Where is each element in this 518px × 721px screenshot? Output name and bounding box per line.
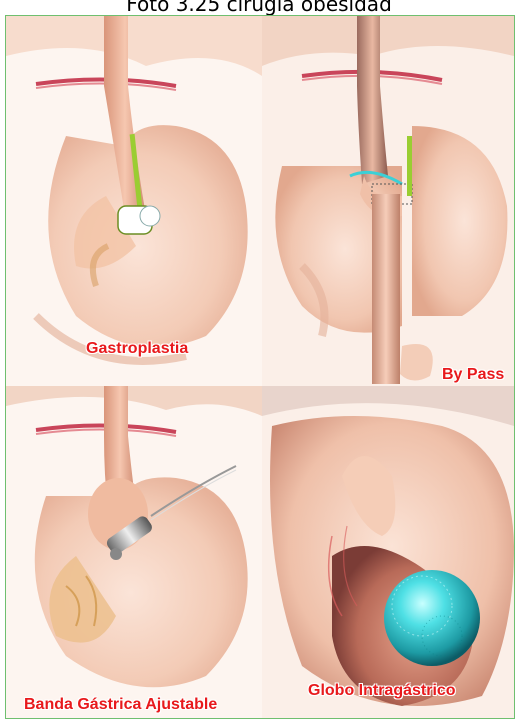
gastroplastia-illustration bbox=[6, 16, 262, 386]
illustration-frame: Gastroplastia bbox=[5, 15, 515, 719]
label-bypass: By Pass bbox=[442, 366, 504, 384]
bypass-illustration bbox=[262, 16, 514, 386]
panel-globo-intragastrico: Globo Intragástrico bbox=[262, 386, 514, 718]
label-banda-gastrica: Banda Gástrica Ajustable bbox=[24, 696, 217, 714]
panel-bypass: By Pass bbox=[262, 16, 514, 386]
panel-gastroplastia: Gastroplastia bbox=[6, 16, 262, 386]
banda-gastrica-illustration bbox=[6, 386, 262, 718]
panel-banda-gastrica: Banda Gástrica Ajustable bbox=[6, 386, 262, 718]
label-gastroplastia: Gastroplastia bbox=[86, 340, 188, 358]
globo-intragastrico-illustration bbox=[262, 386, 514, 718]
label-globo-intragastrico: Globo Intragástrico bbox=[308, 682, 456, 700]
